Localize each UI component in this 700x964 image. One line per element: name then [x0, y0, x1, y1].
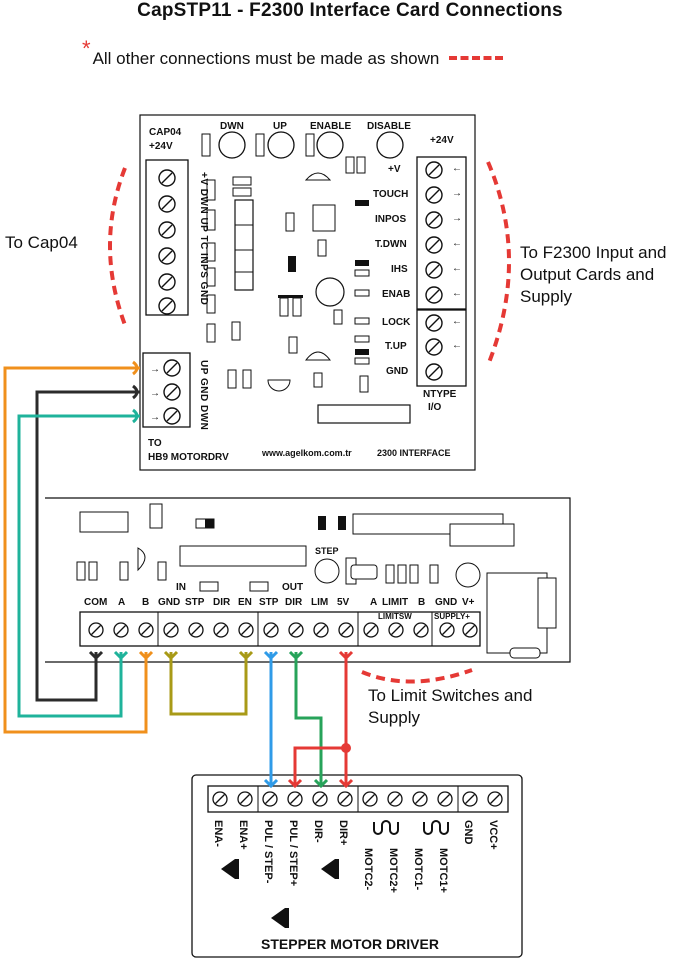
supply-label: SUPPLY+	[434, 612, 470, 621]
mt-gnd2: GND	[435, 597, 458, 608]
enable-button	[316, 131, 344, 159]
plus24-right-label: +24V	[430, 135, 454, 146]
term-tdwn: T.DWN	[375, 239, 407, 250]
olive-wire	[169, 652, 248, 716]
pin-pul-plus: PUL / STEP+	[287, 820, 299, 887]
term-lock: LOCK	[382, 317, 411, 328]
cap04-label: CAP04	[149, 127, 182, 138]
arrow-3: ←	[452, 238, 462, 249]
page-title: CapSTP11 - F2300 Interface Card Connecti…	[137, 0, 563, 21]
term-gnd: GND	[386, 366, 409, 377]
teal-wire	[17, 414, 140, 718]
plus24-left-label: +24V	[149, 141, 173, 152]
pin-ena-minus: ENA-	[212, 820, 224, 847]
note-text: All other connections must be made as sh…	[92, 49, 440, 68]
mt-dir: DIR	[213, 597, 231, 608]
arrow-6: ←	[452, 316, 462, 327]
term-touch: TOUCH	[373, 189, 409, 200]
red-wire-branch	[293, 746, 346, 786]
pin-motc2-plus: MOTC2+	[387, 848, 399, 893]
ntype-label: NTYPE	[423, 389, 457, 400]
arrow-4: ←	[452, 263, 462, 274]
ic-chip	[234, 199, 254, 291]
term-inpos: INPOS	[375, 214, 407, 225]
green-wire	[294, 652, 323, 786]
arrow-7: ←	[452, 340, 462, 351]
hb9-terminal-labels: UP GND DWN	[198, 360, 209, 431]
pin-motc1-minus: MOTC1-	[412, 848, 424, 891]
io-label: I/O	[428, 402, 442, 413]
mt-gnd: GND	[158, 597, 181, 608]
red-dash-legend	[449, 55, 504, 60]
arrow-0: ←	[452, 163, 462, 174]
term-enab: ENAB	[382, 289, 411, 300]
pin-dir-minus: DIR-	[312, 820, 324, 843]
mt-b2: B	[418, 597, 426, 608]
to-cap04-label: To Cap04	[5, 233, 78, 252]
pin-dir-plus: DIR+	[337, 820, 349, 846]
connection-note: *All other connections must be made as s…	[82, 36, 504, 70]
f2300-terminal-block-1	[416, 156, 467, 310]
disable-button-label: DISABLE	[367, 121, 411, 132]
asterisk: *	[82, 36, 91, 61]
mt-limit: LIMIT	[382, 597, 409, 608]
dwn-button	[218, 131, 246, 159]
cap04-terminal-labels: +V DWN UP TC INPS GND	[198, 172, 209, 306]
driver-title: STEPPER MOTOR DRIVER	[261, 936, 439, 952]
mt-lim: LIM	[311, 597, 329, 608]
up-button-label: UP	[273, 121, 287, 132]
mt-en: EN	[238, 597, 252, 608]
limit-dashed-arc	[361, 668, 473, 684]
enable-button-label: ENABLE	[310, 121, 352, 132]
mt-stp-out: STP	[259, 597, 279, 608]
red-junction	[341, 743, 351, 753]
term-tup: T.UP	[385, 341, 407, 352]
pin-motc1-plus: MOTC1+	[437, 848, 449, 893]
driver-arrows	[263, 778, 354, 789]
motor-card	[45, 497, 571, 663]
f2300-dashed-arc	[486, 161, 511, 366]
disable-button	[376, 131, 404, 159]
to-limit-label: To Limit Switches and Supply	[368, 686, 533, 727]
mt-a2: A	[370, 597, 378, 608]
limitsw-label: LIMITSW	[378, 612, 412, 621]
hb9-label: HB9 MOTORDRV	[148, 452, 229, 463]
pin-motc2-minus: MOTC2-	[362, 848, 374, 891]
arrow-2: →	[452, 213, 462, 224]
in-label: IN	[176, 582, 186, 593]
black-wire	[35, 390, 140, 702]
pin-pul-minus: PUL / STEP-	[262, 820, 274, 884]
board-label: 2300 INTERFACE	[377, 448, 451, 458]
f2300-screws	[425, 161, 443, 381]
pin-vcc: VCC+	[487, 820, 499, 850]
out-label: OUT	[282, 582, 304, 593]
mt-stp: STP	[185, 597, 205, 608]
up-button	[267, 131, 295, 159]
cap04-dashed-arc	[108, 167, 127, 326]
term-plusv: +V	[388, 164, 401, 175]
interface-card	[139, 114, 476, 471]
to-label: TO	[148, 438, 162, 449]
dwn-button-label: DWN	[220, 121, 244, 132]
hb9-screws	[163, 359, 181, 425]
pin-gnd: GND	[462, 820, 474, 845]
pin-ena-plus: ENA+	[237, 820, 249, 850]
url-label: www.agelkom.com.tr	[262, 448, 352, 458]
step-label: STEP	[315, 546, 339, 556]
arrow-1: →	[452, 188, 462, 199]
orange-wire	[3, 366, 148, 734]
to-f2300-label: To F2300 Input and Output Cards and Supp…	[520, 243, 667, 306]
mt-a: A	[118, 597, 126, 608]
term-ihs: IHS	[391, 264, 408, 275]
wires	[3, 366, 348, 786]
stepper-driver	[191, 774, 523, 958]
mt-5v: 5V	[337, 597, 350, 608]
arrow-5: ←	[452, 288, 462, 299]
mt-com: COM	[84, 597, 108, 608]
mt-b: B	[142, 597, 150, 608]
mt-dir-out: DIR	[285, 597, 303, 608]
mt-vplus: V+	[462, 597, 475, 608]
